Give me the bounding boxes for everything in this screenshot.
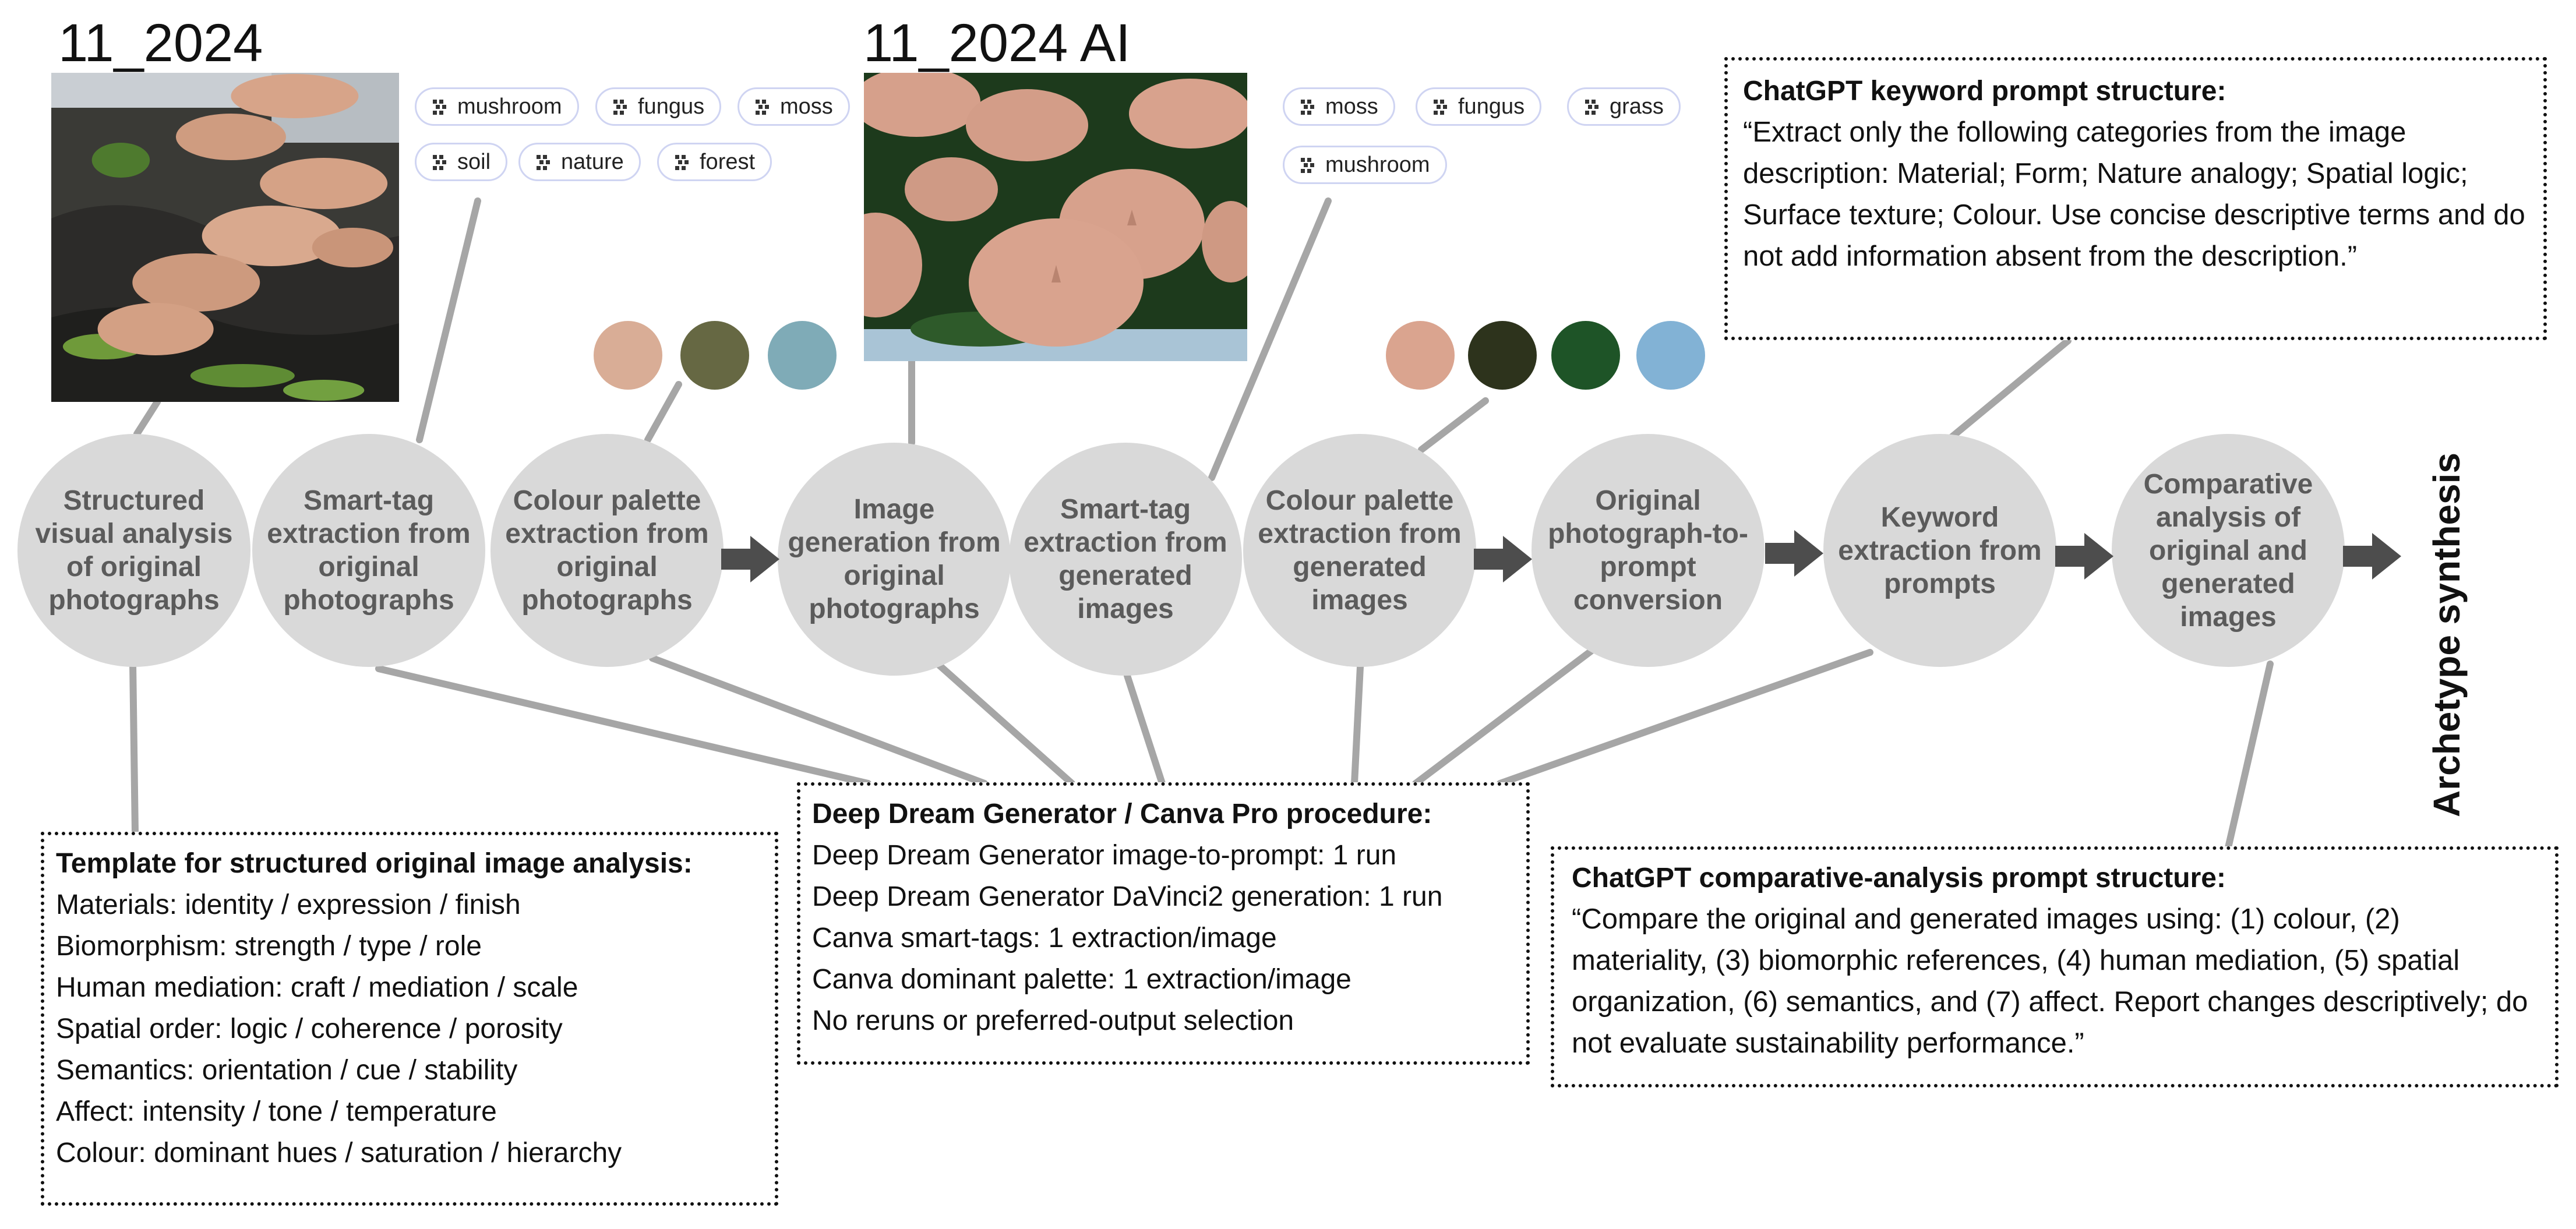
swatch-original-1 — [594, 321, 662, 390]
tag-label: moss — [780, 94, 833, 119]
step-label: Original photograph-to-prompt conversion — [1548, 485, 1748, 616]
template-line: Affect: intensity / tone / temperature — [56, 1096, 497, 1127]
swatch-original-2 — [680, 321, 749, 390]
procedure-line: Deep Dream Generator image-to-prompt: 1 … — [812, 840, 1397, 871]
step-label: Colour palette extraction from generated… — [1258, 485, 1462, 616]
comparative-prompt-text: “Compare the original and generated imag… — [1572, 903, 2528, 1059]
template-line: Spatial order: logic / coherence / poros… — [56, 1013, 563, 1044]
keyword-prompt-box: ChatGPT keyword prompt structure: “Extra… — [1724, 57, 2547, 340]
procedure-line: Canva smart-tags: 1 extraction/image — [812, 923, 1277, 953]
tag-label: grass — [1610, 94, 1664, 119]
procedure-line: Deep Dream Generator DaVinci2 generation… — [812, 881, 1443, 912]
tag-label: fungus — [638, 94, 705, 119]
smart-tag-icon — [433, 100, 446, 115]
step-keyword-extraction: Keyword extraction from prompts — [1823, 434, 2056, 667]
swatch-original-3 — [768, 321, 837, 390]
swatch-generated-4 — [1636, 321, 1705, 390]
tag-label: soil — [457, 150, 491, 174]
tag-generated-moss: moss — [1283, 87, 1395, 126]
procedure-box: Deep Dream Generator / Canva Pro procedu… — [797, 782, 1530, 1065]
smart-tag-icon — [1301, 158, 1314, 173]
tag-generated-mushroom: mushroom — [1283, 146, 1447, 184]
tag-label: mushroom — [1325, 153, 1430, 177]
generated-image — [864, 73, 1247, 361]
step-palette-original: Colour palette extraction from original … — [491, 434, 724, 667]
arrow-right-icon — [1474, 536, 1532, 582]
tag-generated-fungus: fungus — [1416, 87, 1542, 126]
template-line: Human mediation: craft / mediation / sca… — [56, 972, 578, 1003]
tag-original-moss: moss — [737, 87, 850, 126]
smart-tag-icon — [537, 155, 550, 170]
template-line: Colour: dominant hues / saturation / hie… — [56, 1138, 622, 1168]
step-label: Image generation from original photograp… — [788, 494, 1001, 624]
step-label: Comparative analysis of original and gen… — [2143, 468, 2313, 633]
template-line: Biomorphism: strength / type / role — [56, 931, 482, 962]
keyword-prompt-text: “Extract only the following categories f… — [1743, 116, 2525, 272]
step-smart-tag-generated: Smart-tag extraction from generated imag… — [1009, 443, 1242, 676]
step-label: Smart-tag extraction from original photo… — [267, 485, 471, 616]
tag-original-nature: nature — [518, 143, 641, 181]
title-original: 11_2024 — [58, 13, 263, 73]
step-label: Smart-tag extraction from generated imag… — [1024, 494, 1227, 624]
smart-tag-icon — [756, 100, 769, 115]
tag-label: fungus — [1458, 94, 1525, 119]
smart-tag-icon — [613, 100, 627, 115]
tag-label: forest — [700, 150, 756, 174]
step-smart-tag-original: Smart-tag extraction from original photo… — [252, 434, 485, 667]
procedure-line: Canva dominant palette: 1 extraction/ima… — [812, 964, 1351, 995]
title-ai: 11_2024 AI — [863, 13, 1131, 73]
template-analysis-box: Template for structured original image a… — [41, 832, 778, 1206]
smart-tag-icon — [675, 155, 689, 170]
arrow-right-icon — [1765, 530, 1823, 577]
tag-generated-grass: grass — [1567, 87, 1681, 126]
step-photo-to-prompt: Original photograph-to-prompt conversion — [1532, 434, 1765, 667]
template-analysis-title: Template for structured original image a… — [56, 848, 693, 879]
tag-label: nature — [561, 150, 624, 174]
step-label: Keyword extraction from prompts — [1838, 502, 2042, 599]
comparative-prompt-box: ChatGPT comparative-analysis prompt stru… — [1551, 846, 2559, 1087]
arrow-right-icon — [721, 536, 779, 582]
step-palette-generated: Colour palette extraction from generated… — [1243, 434, 1476, 667]
smart-tag-icon — [433, 155, 446, 170]
procedure-title: Deep Dream Generator / Canva Pro procedu… — [812, 799, 1432, 829]
swatch-generated-3 — [1551, 321, 1620, 390]
arrow-right-icon — [2343, 533, 2401, 580]
step-comparative-analysis: Comparative analysis of original and gen… — [2112, 434, 2345, 667]
original-photograph — [51, 73, 399, 402]
step-structured-visual-analysis: Structured visual analysis of original p… — [17, 434, 250, 667]
procedure-line: No reruns or preferred-output selection — [812, 1005, 1294, 1036]
step-label: Structured visual analysis of original p… — [35, 485, 233, 616]
smart-tag-icon — [1301, 100, 1314, 115]
arrow-right-icon — [2055, 533, 2113, 580]
final-step-archetype-synthesis: Archetype synthesis — [2426, 452, 2468, 818]
template-line: Semantics: orientation / cue / stability — [56, 1055, 518, 1086]
step-label: Colour palette extraction from original … — [505, 485, 709, 616]
tag-original-fungus: fungus — [595, 87, 722, 126]
tag-label: mushroom — [457, 94, 562, 119]
keyword-prompt-title: ChatGPT keyword prompt structure: — [1743, 76, 2226, 107]
step-image-generation: Image generation from original photograp… — [778, 443, 1011, 676]
comparative-prompt-title: ChatGPT comparative-analysis prompt stru… — [1572, 863, 2226, 894]
swatch-generated-1 — [1386, 321, 1455, 390]
tag-original-mushroom: mushroom — [415, 87, 579, 126]
smart-tag-icon — [1585, 100, 1598, 115]
smart-tag-icon — [1434, 100, 1447, 115]
tag-original-soil: soil — [415, 143, 508, 181]
tag-label: moss — [1325, 94, 1378, 119]
swatch-generated-2 — [1468, 321, 1537, 390]
tag-original-forest: forest — [657, 143, 772, 181]
template-line: Materials: identity / expression / finis… — [56, 889, 521, 920]
